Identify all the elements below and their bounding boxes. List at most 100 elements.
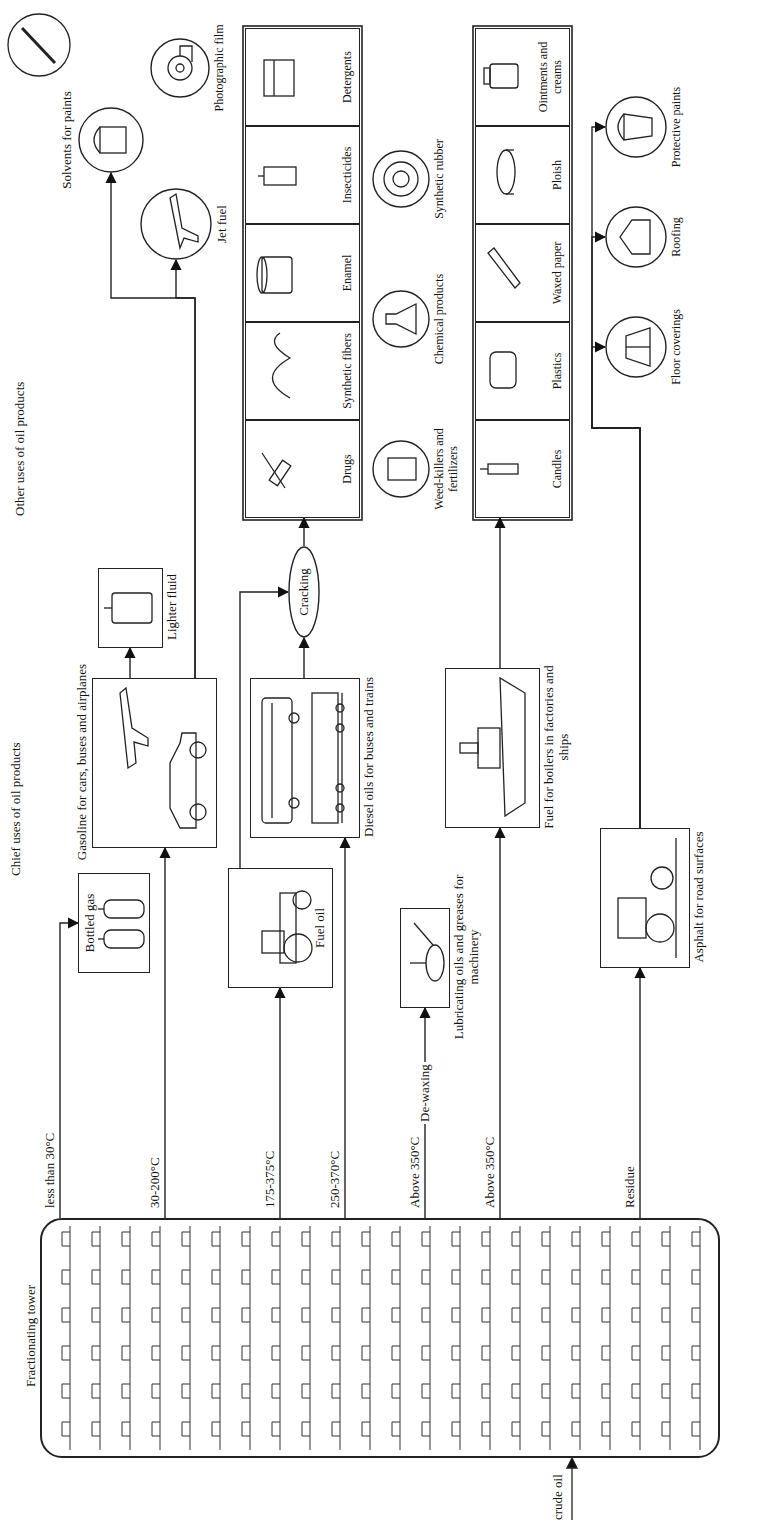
bubble-cap [422,1346,430,1360]
circle-outline [140,188,212,260]
bubble-cap [302,1308,310,1322]
bus-train [262,693,344,823]
bubble-cap [482,1232,490,1246]
tray [490,1226,491,1450]
node-label: Candles [551,450,565,489]
tray [400,1226,401,1450]
flow-line [592,237,640,828]
process-label: De-waxing [417,1062,432,1124]
bubble-cap [452,1346,460,1360]
product-box: Diesel oils for buses and trains [250,678,360,838]
bubble-cap [422,1384,430,1398]
circle-outline [78,107,144,173]
bubble-cap [242,1346,250,1360]
bubble-cap [302,1422,310,1436]
flow-line [344,838,345,1218]
bubble-cap [302,1346,310,1360]
bubble-cap [362,1232,370,1246]
bubble-cap [362,1422,370,1436]
circle-outline [605,316,667,378]
node-label: Insecticides [341,147,355,204]
bubble-cap [122,1232,130,1246]
bubble-cap [572,1384,580,1398]
flow-line [111,173,195,678]
bubble-cap [692,1384,700,1398]
bubble-cap [572,1346,580,1360]
node-label: Synthetic rubber [433,119,447,239]
bubble-cap [542,1346,550,1360]
bubble-cap [542,1308,550,1322]
tray [70,1226,71,1450]
bubble-cap [482,1384,490,1398]
product-panel: Synthetic fibers [245,322,360,420]
bubble-cap [242,1384,250,1398]
weed-box [388,458,416,480]
product-panel: Ointments and creams [475,28,570,126]
bubble-cap [632,1270,640,1284]
bubble-cap [632,1308,640,1322]
bubble-cap [122,1384,130,1398]
circle-outline [605,96,667,158]
process-oval: Cracking [288,546,320,638]
product-box: Bottled gas [78,873,150,973]
node-label: Plastics [551,353,565,390]
bubble-cap [602,1346,610,1360]
bubble-cap [272,1422,280,1436]
node-label: Photographic film [213,13,227,123]
bubble-cap [182,1384,190,1398]
bubble-cap [122,1308,130,1322]
node-label: Detergents [341,51,355,103]
flow-line [592,127,640,828]
flow-line [499,828,500,1218]
temperature-label: 175-375°C [262,1149,277,1210]
flow-line [303,518,304,546]
product-panel: Enamel [245,224,360,322]
bubble-cap [482,1270,490,1284]
bubble-cap [662,1308,670,1322]
bubble-cap [692,1270,700,1284]
node-label: Ploish [551,160,565,190]
node-label: Waxed paper [551,242,565,305]
flow-line [240,592,288,868]
bubble-cap [62,1232,70,1246]
feed-arrow [567,1458,577,1468]
oil-can [410,923,444,981]
tray [520,1226,521,1450]
bubble-cap [332,1422,340,1436]
product-circle: Floor coverings [605,316,667,378]
bubble-cap [332,1308,340,1322]
bubble-cap [512,1422,520,1436]
bubble-cap [572,1308,580,1322]
bubble-cap [362,1270,370,1284]
bubble-cap [392,1232,400,1246]
tray [340,1226,341,1450]
node-label: Fuel oil [313,908,328,948]
car-plane [120,688,206,828]
group-frame [473,26,572,520]
product-panel: Insecticides [245,126,360,224]
bubble-cap [392,1384,400,1398]
node-label: Fuel for boilers in factories and ships [542,657,572,837]
temperature-label: Above 350°C [482,1135,497,1210]
node-label: Jet fuel [215,179,230,269]
tray [370,1226,371,1450]
bubble-cap [482,1346,490,1360]
bubble-cap [452,1422,460,1436]
flow-line [592,347,640,828]
circle-outline [150,38,210,98]
bubble-cap [242,1422,250,1436]
bubble-cap [92,1384,100,1398]
bubble-cap [92,1232,100,1246]
bubble-cap [542,1232,550,1246]
bubble-cap [302,1384,310,1398]
bubble-cap [602,1308,610,1322]
bubble-cap [602,1270,610,1284]
bubble-cap [692,1232,700,1246]
product-circle: Photographic film [150,38,210,98]
product-box: Gasoline for cars, buses and airplanes [92,678,217,848]
house [620,220,650,254]
bubble-cap [122,1422,130,1436]
bubble-cap [392,1308,400,1322]
bubble-cap [122,1346,130,1360]
